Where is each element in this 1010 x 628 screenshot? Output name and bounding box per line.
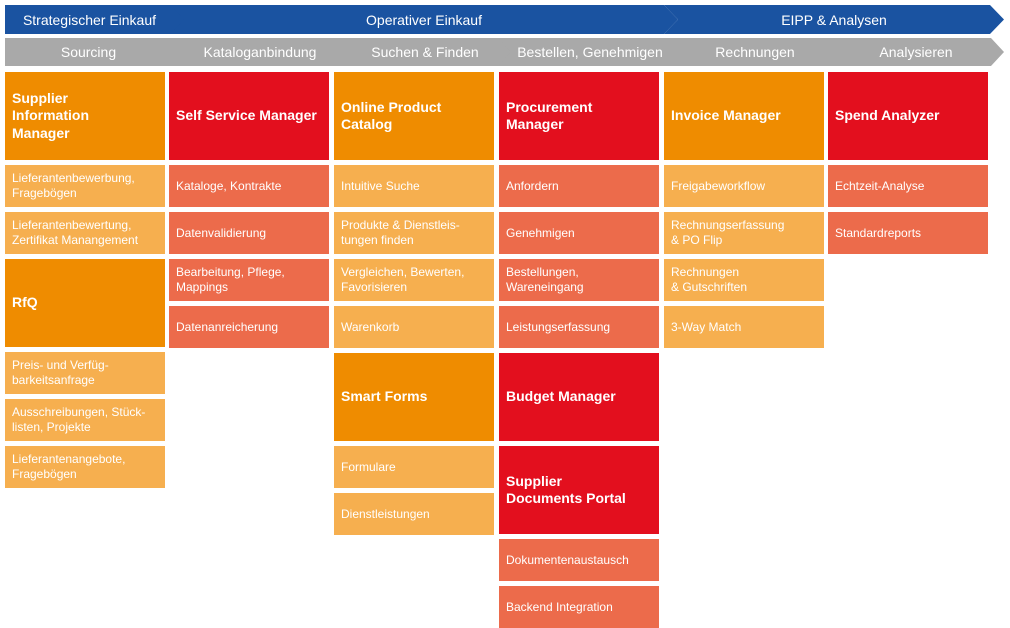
feature-item: Vergleichen, Bewerten,Favorisieren [334, 259, 494, 301]
module-self-service-manager: Self Service Manager [169, 72, 329, 160]
phase-operativer-einkauf: Operativer Einkauf [170, 5, 678, 34]
feature-item: Anfordern [499, 165, 659, 207]
feature-item: Warenkorb [334, 306, 494, 348]
module-rfq: RfQ [5, 259, 165, 347]
feature-item: Bestellungen,Wareneingang [499, 259, 659, 301]
feature-item: Ausschreibungen, Stück-listen, Projekte [5, 399, 165, 441]
step-label: Sourcing [60, 44, 117, 60]
feature-item: 3-Way Match [664, 306, 824, 348]
feature-item: Dokumentenaustausch [499, 539, 659, 581]
feature-item: Preis- und Verfüg-barkeitsanfrage [5, 352, 165, 394]
feature-item: Lieferantenbewertung,Zertifikat Manangem… [5, 212, 165, 254]
feature-item: Datenvalidierung [169, 212, 329, 254]
feature-item: Echtzeit-Analyse [828, 165, 988, 207]
feature-item: Formulare [334, 446, 494, 488]
step-label: Rechnungen [715, 44, 795, 60]
step-bestellen-genehmigen: Bestellen, Genehmigen [498, 38, 682, 66]
step-label: Suchen & Finden [371, 44, 479, 60]
step-label: Bestellen, Genehmigen [517, 44, 663, 60]
feature-item: Lieferantenbewerbung,Fragebögen [5, 165, 165, 207]
feature-item: Standardreports [828, 212, 988, 254]
feature-item: Backend Integration [499, 586, 659, 628]
feature-item: Rechnungen& Gutschriften [664, 259, 824, 301]
feature-item: Produkte & Dienstleis-tungen finden [334, 212, 494, 254]
phase-strategischer-einkauf: Strategischer Einkauf [5, 5, 188, 34]
phase-label: EIPP & Analysen [781, 11, 887, 28]
step-rechnungen: Rechnungen [663, 38, 847, 66]
feature-item: Genehmigen [499, 212, 659, 254]
phase-eipp-analysen: EIPP & Analysen [664, 5, 1004, 34]
feature-item: Bearbeitung, Pflege,Mappings [169, 259, 329, 301]
feature-item: Intuitive Suche [334, 165, 494, 207]
feature-item: Kataloge, Kontrakte [169, 165, 329, 207]
feature-item: Datenanreicherung [169, 306, 329, 348]
module-invoice-manager: Invoice Manager [664, 72, 824, 160]
feature-item: Rechnungserfassung& PO Flip [664, 212, 824, 254]
feature-item: Lieferantenangebote,Fragebögen [5, 446, 165, 488]
feature-item: Freigabeworkflow [664, 165, 824, 207]
step-suchen-finden: Suchen & Finden [333, 38, 517, 66]
feature-item: Leistungserfassung [499, 306, 659, 348]
step-label: Analysieren [879, 44, 953, 60]
phase-label: Strategischer Einkauf [22, 11, 157, 28]
step-analysieren: Analysieren [828, 38, 1004, 66]
module-smart-forms: Smart Forms [334, 353, 494, 441]
module-spend-analyzer: Spend Analyzer [828, 72, 988, 160]
step-sourcing: Sourcing [5, 38, 185, 66]
step-kataloganbindung: Kataloganbindung [168, 38, 352, 66]
phase-label: Operativer Einkauf [366, 11, 482, 28]
module-budget-manager: Budget Manager [499, 353, 659, 441]
feature-item: Dienstleistungen [334, 493, 494, 535]
step-label: Kataloganbindung [203, 44, 317, 60]
